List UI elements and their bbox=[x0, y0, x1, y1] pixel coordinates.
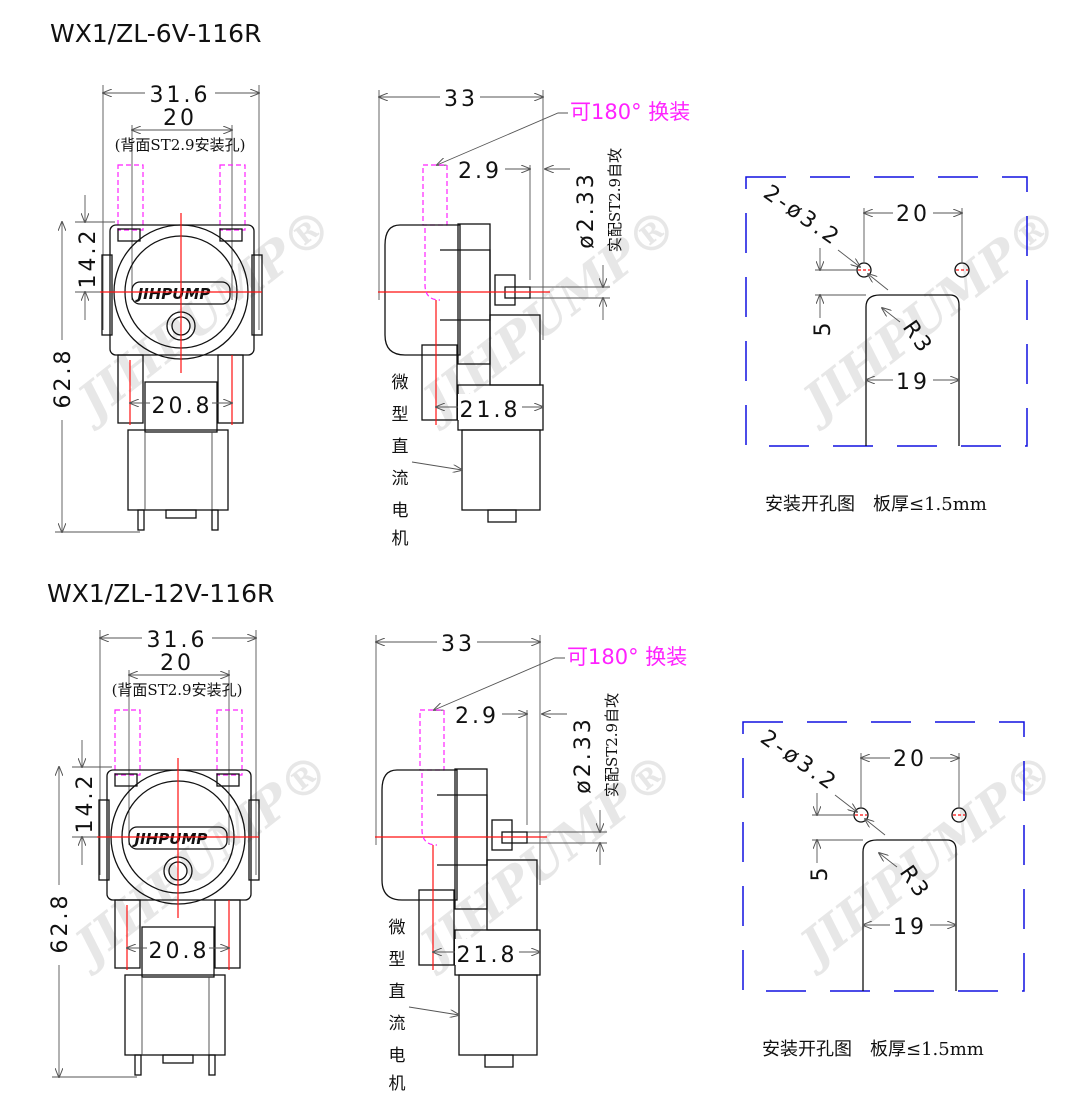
hole-spacing-dimension: 20 bbox=[160, 651, 194, 676]
height-dimension: 62.8 bbox=[51, 348, 76, 409]
product-drawing-block: WX1/ZL-6V-116R JIHPUMP® 31.6 20 (背面ST2.9… bbox=[48, 19, 1068, 549]
cutout-caption: 安装开孔图 板厚≤1.5mm bbox=[762, 1039, 984, 1060]
motor-label: 微 型 直 流 电 机 bbox=[389, 918, 406, 1094]
offset-dimension: 14.2 bbox=[76, 228, 101, 289]
offset-dimension: 14.2 bbox=[73, 773, 98, 834]
offset-dimension: 5 bbox=[811, 320, 836, 337]
svg-text:流: 流 bbox=[392, 469, 409, 489]
hole-diameter-dimension: 2-ø3.2 bbox=[756, 725, 843, 796]
svg-text:型: 型 bbox=[392, 405, 409, 425]
rotate-note: 可180° 换装 bbox=[567, 645, 687, 669]
front-view: JIHPUMP® 31.6 20 (背面ST2.9安装孔) JIHPUMP bbox=[45, 625, 340, 1077]
side-view: JIHPUMP® 33 可180° 换装 2.9 ø2.33 实配ST2.9自攻 bbox=[378, 84, 690, 549]
shaft-diameter-dimension: ø2.33 bbox=[571, 716, 596, 793]
model-title: WX1/ZL-6V-116R bbox=[50, 19, 261, 48]
svg-text:微: 微 bbox=[389, 918, 406, 938]
width-dimension: 31.6 bbox=[147, 628, 208, 653]
svg-text:JIHPUMP®: JIHPUMP® bbox=[404, 742, 686, 979]
hole-spacing-dimension: 20 bbox=[896, 202, 930, 227]
depth-dimension: 33 bbox=[444, 87, 478, 112]
product-drawing-block: WX1/ZL-12V-116R JIHPUMP® 31.6 20 (背面ST2.… bbox=[45, 579, 1065, 1094]
shaft-length-dimension: 2.9 bbox=[458, 159, 502, 184]
screw-note: 实配ST2.9自攻 bbox=[606, 148, 624, 252]
side-view: JIHPUMP® 33 可180° 换装 2.9 ø2.33 实配ST2.9自攻 bbox=[375, 629, 687, 1094]
svg-text:机: 机 bbox=[389, 1074, 406, 1094]
mounting-cutout-view: JIHPUMP® 20 2-ø3.2 5 R3 19 安装开孔 bbox=[745, 176, 1068, 515]
slot-width-dimension: 19 bbox=[893, 915, 927, 940]
svg-text:型: 型 bbox=[389, 950, 406, 970]
hole-note: (背面ST2.9安装孔) bbox=[115, 136, 246, 154]
width-dimension: 31.6 bbox=[150, 83, 211, 108]
shaft-length-dimension: 2.9 bbox=[455, 704, 499, 729]
port-spacing-dimension: 20.8 bbox=[152, 394, 213, 419]
svg-text:流: 流 bbox=[389, 1014, 406, 1034]
svg-text:直: 直 bbox=[389, 982, 406, 1002]
motor-label: 微 型 直 流 电 机 bbox=[392, 373, 409, 549]
model-title: WX1/ZL-12V-116R bbox=[47, 579, 274, 608]
screw-note: 实配ST2.9自攻 bbox=[603, 693, 621, 797]
port-spacing-dimension: 20.8 bbox=[149, 939, 210, 964]
hole-diameter-dimension: 2-ø3.2 bbox=[759, 180, 846, 251]
cutout-caption: 安装开孔图 板厚≤1.5mm bbox=[765, 494, 987, 515]
svg-text:微: 微 bbox=[392, 373, 409, 393]
hole-spacing-dimension: 20 bbox=[163, 106, 197, 131]
hole-note: (背面ST2.9安装孔) bbox=[112, 681, 243, 699]
brand-logo: JIHPUMP bbox=[132, 830, 208, 848]
svg-text:JIHPUMP®: JIHPUMP® bbox=[407, 197, 689, 434]
front-view: JIHPUMP® 31.6 20 (背面ST2.9安装孔) JIHPUMP bbox=[48, 80, 343, 532]
hole-spacing-dimension: 20 bbox=[893, 747, 927, 772]
svg-text:机: 机 bbox=[392, 529, 409, 549]
shaft-diameter-dimension: ø2.33 bbox=[574, 171, 599, 248]
svg-text:电: 电 bbox=[392, 501, 409, 521]
brand-logo: JIHPUMP bbox=[135, 285, 211, 303]
svg-text:电: 电 bbox=[389, 1046, 406, 1066]
offset-dimension: 5 bbox=[808, 865, 833, 882]
gearbox-dimension: 21.8 bbox=[457, 943, 518, 968]
gearbox-dimension: 21.8 bbox=[460, 398, 521, 423]
slot-width-dimension: 19 bbox=[896, 370, 930, 395]
height-dimension: 62.8 bbox=[48, 893, 73, 954]
rotate-note: 可180° 换装 bbox=[570, 100, 690, 124]
depth-dimension: 33 bbox=[441, 632, 475, 657]
mounting-cutout-view: JIHPUMP® 20 2-ø3.2 5 R3 19 安装开孔 bbox=[742, 721, 1065, 1060]
svg-text:直: 直 bbox=[392, 437, 409, 457]
